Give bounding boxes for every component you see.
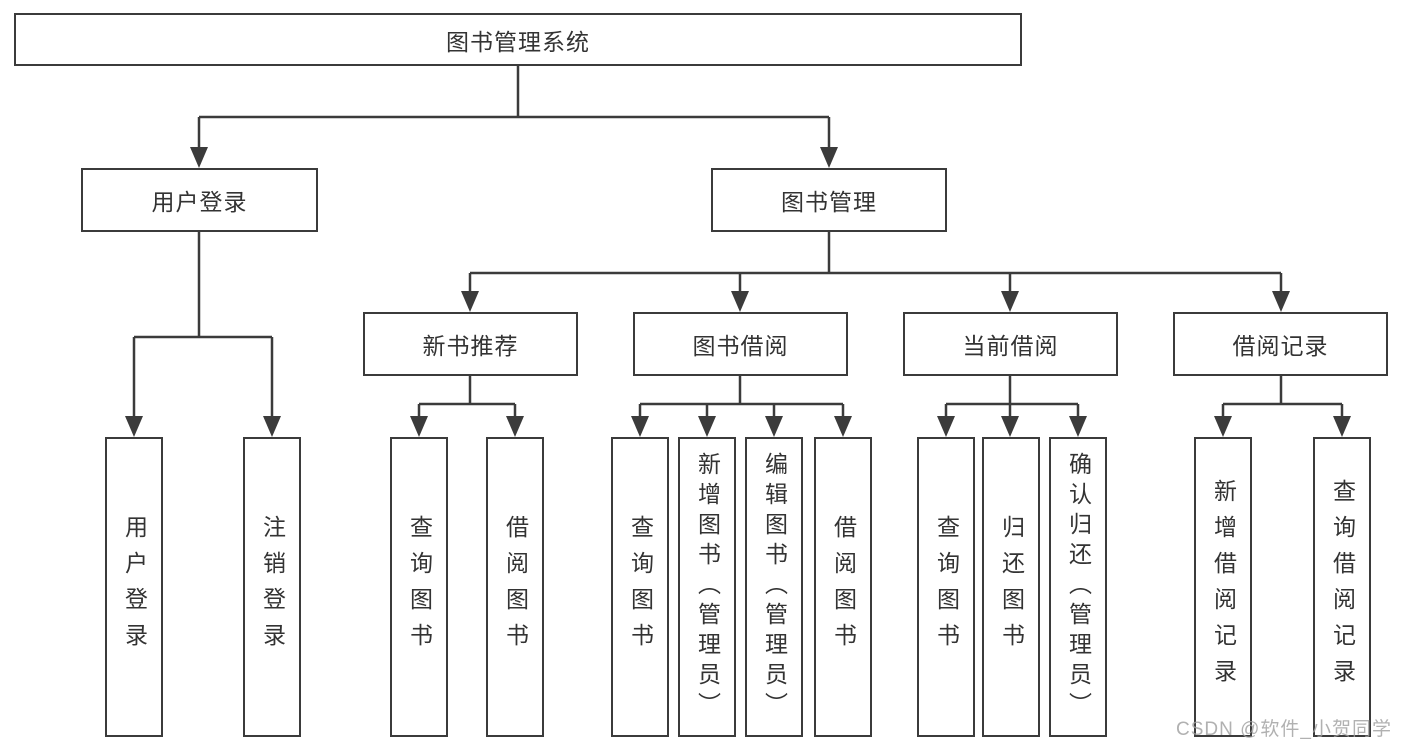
- arrow-down-icon: [1069, 416, 1087, 437]
- node-label: 借阅图书: [502, 515, 529, 659]
- node-label: 编辑图书（管理员）: [761, 452, 788, 722]
- node-book-management: 图书管理: [711, 168, 947, 232]
- node-label: 用户登录: [121, 515, 148, 659]
- node-label: 当前借阅: [962, 333, 1059, 359]
- arrow-down-icon: [937, 416, 955, 437]
- arrow-down-icon: [1333, 416, 1351, 437]
- leaf-edit-books-admin: 编辑图书（管理员）: [745, 437, 803, 737]
- leaf-add-books-admin: 新增图书（管理员）: [678, 437, 736, 737]
- leaf-confirm-return-admin: 确认归还（管理员）: [1049, 437, 1107, 737]
- node-label: 新书推荐: [422, 333, 519, 359]
- node-label: 归还图书: [998, 515, 1025, 659]
- arrow-down-icon: [698, 416, 716, 437]
- arrow-down-icon: [631, 416, 649, 437]
- leaf-add-borrow-record: 新增借阅记录: [1194, 437, 1252, 737]
- node-label: 查询图书: [627, 515, 654, 659]
- node-label: 确认归还（管理员）: [1065, 452, 1092, 722]
- arrow-down-icon: [731, 291, 749, 312]
- arrow-down-icon: [820, 147, 838, 168]
- leaf-logout: 注销登录: [243, 437, 301, 737]
- watermark: CSDN @软件_小贺同学: [1176, 719, 1392, 740]
- leaf-query-borrow-record: 查询借阅记录: [1313, 437, 1371, 737]
- arrow-down-icon: [765, 416, 783, 437]
- node-new-book-recommendation: 新书推荐: [363, 312, 578, 376]
- arrow-down-icon: [125, 416, 143, 437]
- node-root-library-system: 图书管理系统: [14, 13, 1022, 66]
- arrow-down-icon: [1001, 291, 1019, 312]
- node-label: 查询借阅记录: [1329, 479, 1356, 695]
- node-label: 图书借阅: [692, 333, 789, 359]
- arrow-down-icon: [263, 416, 281, 437]
- node-book-borrowing: 图书借阅: [633, 312, 848, 376]
- node-label: 查询图书: [933, 515, 960, 659]
- node-borrowing-records: 借阅记录: [1173, 312, 1388, 376]
- arrow-down-icon: [1272, 291, 1290, 312]
- leaf-user-login: 用户登录: [105, 437, 163, 737]
- arrow-down-icon: [461, 291, 479, 312]
- arrow-down-icon: [1214, 416, 1232, 437]
- node-label: 查询图书: [406, 515, 433, 659]
- node-current-borrowing: 当前借阅: [903, 312, 1118, 376]
- node-user-login: 用户登录: [81, 168, 318, 232]
- leaf-query-books-borrowing: 查询图书: [611, 437, 669, 737]
- arrow-down-icon: [190, 147, 208, 168]
- arrow-down-icon: [1001, 416, 1019, 437]
- leaf-borrow-books: 借阅图书: [814, 437, 872, 737]
- leaf-borrow-books-recommend: 借阅图书: [486, 437, 544, 737]
- leaf-query-books-current: 查询图书: [917, 437, 975, 737]
- leaf-return-books: 归还图书: [982, 437, 1040, 737]
- node-label: 新增图书（管理员）: [694, 452, 721, 722]
- node-label: 用户登录: [151, 189, 248, 215]
- node-label: 图书管理系统: [446, 28, 590, 55]
- leaf-query-books-recommend: 查询图书: [390, 437, 448, 737]
- arrow-down-icon: [834, 416, 852, 437]
- arrow-down-icon: [506, 416, 524, 437]
- arrow-down-icon: [410, 416, 428, 437]
- node-label: 注销登录: [259, 515, 286, 659]
- node-label: 图书管理: [781, 189, 877, 215]
- node-label: 借阅图书: [830, 515, 857, 659]
- node-label: 新增借阅记录: [1210, 479, 1237, 695]
- node-label: 借阅记录: [1232, 333, 1329, 359]
